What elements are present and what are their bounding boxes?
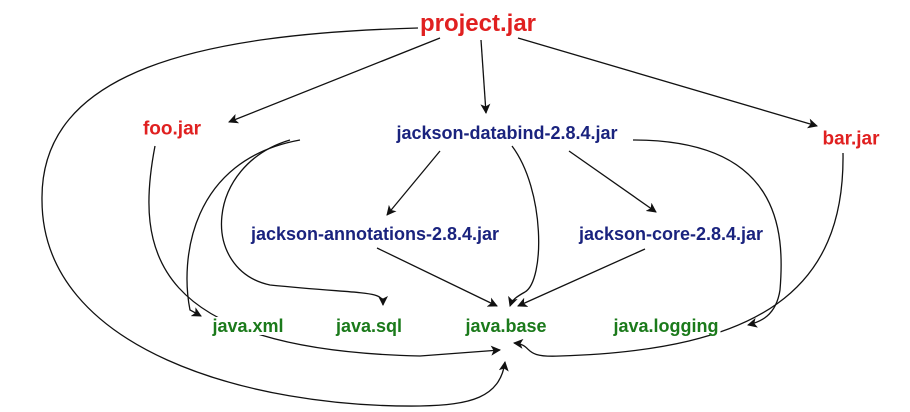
edge-databind-to-java-sql	[220, 139, 388, 306]
node-java-logging: java.logging	[611, 316, 721, 336]
edge-project-to-bar	[517, 37, 818, 129]
node-java-sql: java.sql	[333, 316, 405, 336]
node-jackson-annotations: jackson-annotations-2.8.4.jar	[248, 224, 502, 244]
node-foo-jar: foo.jar	[140, 118, 204, 140]
edge-annotations-to-java-base	[376, 247, 498, 307]
edge-databind-to-java-xml	[186, 139, 301, 317]
edge-databind-to-java-logging	[632, 139, 782, 328]
node-project-jar: project.jar	[417, 10, 539, 37]
edge-databind-to-java-base	[508, 145, 540, 307]
edge-project-to-foo	[228, 37, 441, 124]
edge-foo-to-java-base	[148, 145, 501, 357]
node-jackson-core: jackson-core-2.8.4.jar	[576, 224, 766, 244]
edge-core-to-java-base	[517, 248, 646, 307]
edge-project-to-databind	[480, 39, 491, 114]
edge-bar-to-java-base	[513, 152, 844, 357]
edge-databind-to-annotations	[386, 150, 441, 216]
edge-project-to-java-base	[41, 27, 509, 407]
node-java-base: java.base	[463, 316, 549, 336]
node-java-xml: java.xml	[210, 316, 286, 336]
node-bar-jar: bar.jar	[820, 128, 882, 150]
node-jackson-databind: jackson-databind-2.8.4.jar	[394, 123, 620, 143]
edge-databind-to-core	[568, 150, 657, 213]
